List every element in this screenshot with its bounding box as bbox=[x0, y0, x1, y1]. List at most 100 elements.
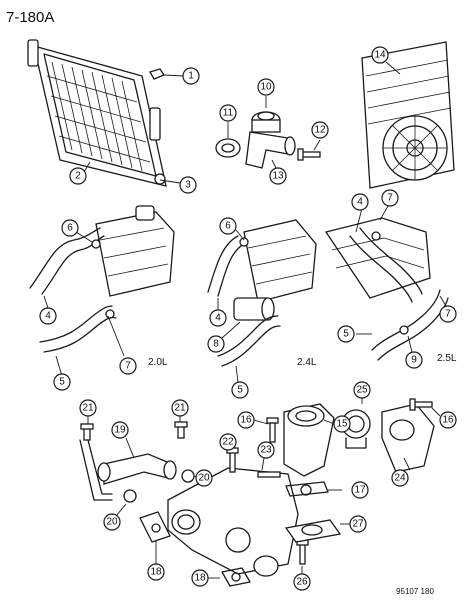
bolt-21-left bbox=[80, 423, 94, 441]
hose-clamp-2-4l bbox=[239, 237, 249, 247]
svg-text:6: 6 bbox=[225, 221, 231, 232]
svg-text:16: 16 bbox=[442, 415, 454, 426]
callout-22: 22 bbox=[219, 433, 237, 451]
radiator-hose-lower-2-5l bbox=[371, 289, 441, 351]
svg-text:8: 8 bbox=[213, 339, 219, 350]
bolt-16-right bbox=[409, 398, 433, 411]
callout-23: 23 bbox=[257, 441, 275, 459]
svg-text:4: 4 bbox=[357, 197, 363, 208]
fan-shroud bbox=[361, 41, 455, 189]
callout-21-right: 21 bbox=[171, 399, 189, 417]
radiator-hose-upper-2-5l-edge bbox=[359, 227, 423, 295]
water-crossover-tube bbox=[97, 453, 177, 485]
callout-9-2-5l: 9 bbox=[405, 351, 423, 369]
bolt-26 bbox=[296, 539, 309, 565]
callout-5-2-4l: 5 bbox=[231, 381, 249, 399]
svg-text:12: 12 bbox=[314, 125, 326, 136]
hose-clamp-2-5l-a bbox=[371, 231, 381, 241]
svg-text:13: 13 bbox=[272, 171, 284, 182]
callout-3: 3 bbox=[179, 176, 197, 194]
thermostat-housing-24 bbox=[381, 403, 435, 473]
bolt-16-left bbox=[266, 417, 279, 443]
thermostat-housing-2-4l bbox=[233, 297, 275, 321]
svg-text:9: 9 bbox=[411, 355, 417, 366]
svg-text:18: 18 bbox=[194, 573, 206, 584]
bolt-12 bbox=[297, 148, 321, 161]
svg-text:7: 7 bbox=[387, 193, 393, 204]
callout-4-2-5l: 4 bbox=[351, 193, 369, 211]
radiator-hose-lower-2-4l-edge bbox=[217, 315, 279, 357]
svg-text:3: 3 bbox=[185, 180, 191, 191]
svg-text:2: 2 bbox=[75, 171, 81, 182]
callout-13: 13 bbox=[269, 167, 287, 185]
callout-21-left: 21 bbox=[79, 399, 97, 417]
drawing-code: 95107 180 bbox=[396, 587, 434, 596]
hose-clamp-2-0l-a bbox=[91, 239, 101, 249]
svg-text:19: 19 bbox=[114, 425, 126, 436]
gasket-27 bbox=[284, 519, 342, 543]
callout-27: 27 bbox=[349, 515, 367, 533]
svg-text:5: 5 bbox=[237, 385, 243, 396]
radiator-hose-lower-2-5l-edge bbox=[377, 297, 449, 361]
callout-14: 14 bbox=[371, 46, 389, 64]
callout-4-2-4l: 4 bbox=[209, 309, 227, 327]
hose-clamp-2-5l-b bbox=[399, 325, 409, 335]
callout-6-2-4l: 6 bbox=[219, 217, 237, 235]
callout-26: 26 bbox=[293, 573, 311, 591]
engine-block-2-0l bbox=[95, 205, 175, 297]
figure-id: 7-180A bbox=[6, 9, 54, 26]
callout-17: 17 bbox=[351, 481, 369, 499]
svg-text:21: 21 bbox=[82, 403, 94, 414]
engine-block-2-4l bbox=[243, 219, 317, 303]
o-ring-20-right bbox=[181, 469, 195, 483]
callout-7-2-5l-lower: 7 bbox=[439, 305, 457, 323]
svg-text:26: 26 bbox=[296, 577, 308, 588]
callout-10: 10 bbox=[257, 78, 275, 96]
engine-label-2-5l: 2.5L bbox=[437, 353, 457, 364]
svg-text:20: 20 bbox=[106, 517, 118, 528]
bypass-tube-bracket bbox=[79, 439, 113, 501]
engine-label-2-4l: 2.4L bbox=[297, 357, 317, 368]
callout-12: 12 bbox=[311, 121, 329, 139]
radiator-hose-upper-2-0l-edge bbox=[29, 227, 101, 289]
callout-5-2-5l: 5 bbox=[337, 325, 355, 343]
engine-label-2-0l: 2.0L bbox=[148, 357, 168, 368]
callout-2: 2 bbox=[69, 167, 87, 185]
svg-text:10: 10 bbox=[260, 82, 272, 93]
svg-text:17: 17 bbox=[354, 485, 366, 496]
svg-text:20: 20 bbox=[198, 473, 210, 484]
o-ring-20-lower bbox=[123, 489, 137, 503]
bolt-21-right bbox=[174, 421, 188, 439]
svg-text:24: 24 bbox=[394, 473, 406, 484]
callout-11: 11 bbox=[219, 104, 237, 122]
gasket-17 bbox=[285, 481, 329, 497]
callout-24: 24 bbox=[391, 469, 409, 487]
svg-text:16: 16 bbox=[240, 415, 252, 426]
radiator-hose-lower-2-0l bbox=[43, 316, 117, 353]
gasket-18-bottom bbox=[221, 567, 251, 587]
callout-7-2-5l-upper: 7 bbox=[381, 189, 399, 207]
svg-text:4: 4 bbox=[215, 313, 221, 324]
callout-1: 1 bbox=[182, 67, 200, 85]
thermostat-cap bbox=[251, 111, 281, 133]
radiator-hose-lower-2-4l bbox=[221, 325, 281, 367]
hose-clamp-2-0l-b bbox=[105, 309, 115, 319]
callout-19: 19 bbox=[111, 421, 129, 439]
callout-16-right: 16 bbox=[439, 411, 457, 429]
svg-text:18: 18 bbox=[150, 567, 162, 578]
callout-18-bottom: 18 bbox=[191, 569, 209, 587]
thermostat-gasket bbox=[215, 138, 241, 158]
leader-lines bbox=[43, 61, 447, 579]
svg-text:1: 1 bbox=[188, 71, 194, 82]
radiator bbox=[27, 39, 167, 187]
svg-text:15: 15 bbox=[336, 419, 348, 430]
radiator-hose-upper-2-4l-edge bbox=[207, 235, 239, 293]
svg-text:27: 27 bbox=[352, 519, 364, 530]
gasket-18-left bbox=[139, 511, 171, 543]
radiator-hose-lower-2-0l-edge bbox=[39, 305, 113, 343]
svg-text:23: 23 bbox=[260, 445, 272, 456]
svg-text:11: 11 bbox=[223, 108, 234, 119]
callout-15: 15 bbox=[333, 415, 351, 433]
svg-text:7: 7 bbox=[125, 361, 131, 372]
